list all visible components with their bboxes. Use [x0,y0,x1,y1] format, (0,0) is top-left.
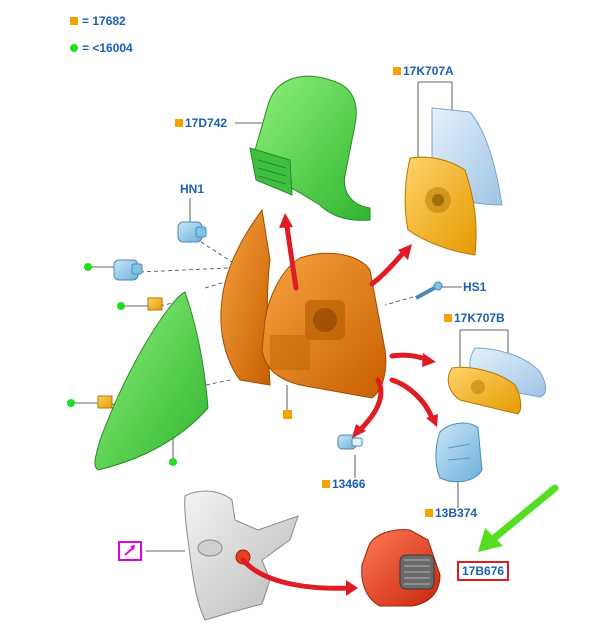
arrow-out-icon [124,545,135,556]
square-marker-icon [175,119,183,127]
square-marker-icon [70,17,78,25]
lower-glass-backing-part[interactable] [447,366,522,415]
label-13b374[interactable]: 13B374 [425,506,477,520]
legend-square-text: = 17682 [82,14,126,28]
label-hs1[interactable]: HS1 [463,280,487,294]
label-hn1[interactable]: HN1 [180,182,205,196]
dot-markers [67,263,177,466]
square-marker-icon [322,480,330,488]
label-17b676[interactable]: 17B676 [457,561,510,581]
legend-square: = 17682 [70,14,126,28]
lamp-13b374-part[interactable] [435,422,483,483]
arrow-heads [279,213,438,596]
mounting-bracket-part[interactable] [184,490,299,621]
upper-glass-backing-part[interactable] [404,156,477,256]
mirror-cap-part[interactable] [249,75,371,221]
left-connector-part[interactable] [113,259,143,281]
legend-dot: = <16004 [70,41,133,55]
square-marker-icon [425,509,433,517]
clip-lower-part[interactable] [97,395,113,409]
square-marker-housing-icon [283,410,292,419]
hs1-screw-part[interactable] [415,281,443,300]
mirror-housing-part[interactable] [220,208,387,399]
external-link-icon[interactable] [118,541,142,561]
bulb-13466-part[interactable] [337,434,363,450]
hn1-connector-part[interactable] [177,221,207,243]
leader-lines [71,81,509,552]
lower-cover-part[interactable] [94,291,209,471]
motor-17b676-part[interactable] [361,529,441,607]
label-17d742[interactable]: 17D742 [175,116,227,130]
dot-marker-icon [70,44,78,52]
label-13466[interactable]: 13466 [322,477,365,491]
legend-dot-text: = <16004 [82,41,133,55]
label-17k707a[interactable]: 17K707A [393,64,454,78]
highlight-arrow-icon [478,484,559,552]
clip-upper-part[interactable] [147,297,163,311]
label-17k707b[interactable]: 17K707B [444,311,505,325]
square-marker-icon [393,67,401,75]
square-marker-icon [444,314,452,322]
